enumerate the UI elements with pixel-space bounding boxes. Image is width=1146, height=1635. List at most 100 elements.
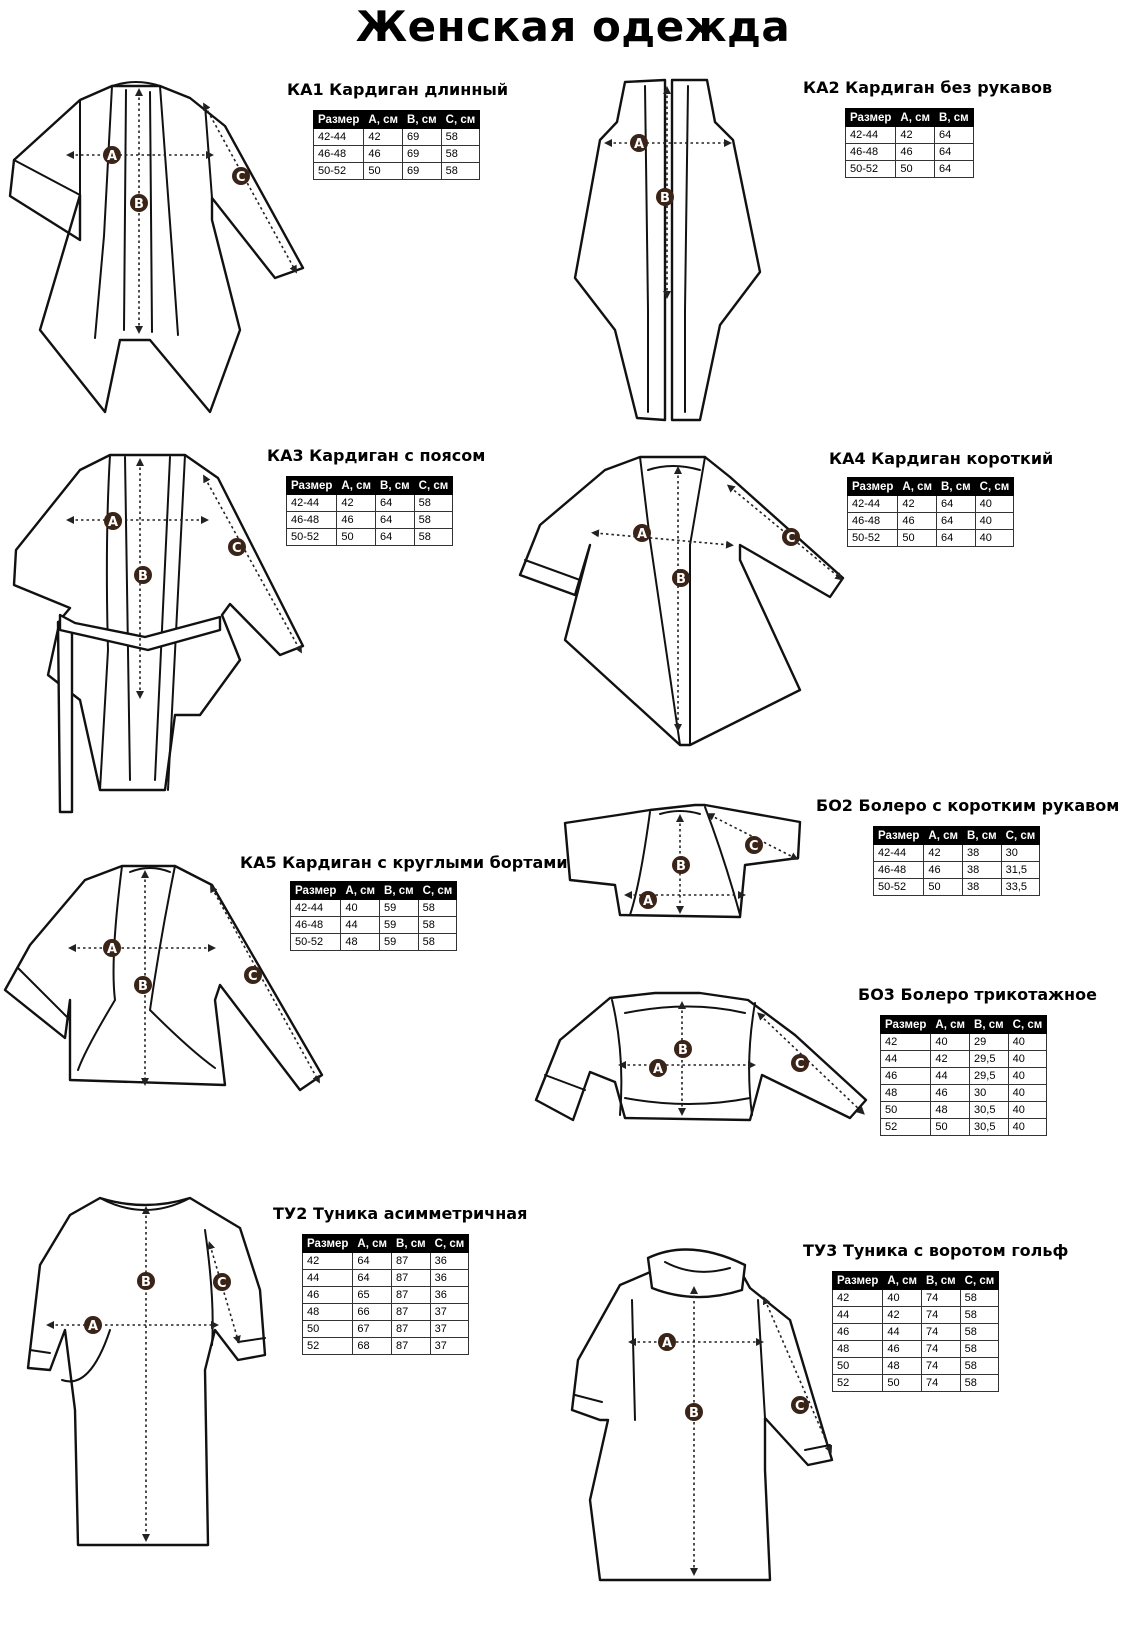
table-cell: 40	[1007, 1118, 1048, 1136]
garment-ka4-illustration: A B C	[518, 455, 845, 747]
table-cell: 44	[930, 1067, 971, 1085]
table-cell: 59	[379, 933, 419, 951]
table-cell: 30,5	[969, 1101, 1009, 1119]
table-cell: 42	[923, 844, 964, 862]
table-cell: 50-52	[312, 162, 365, 180]
svg-text:B: B	[678, 1043, 688, 1058]
table-cell: 52	[301, 1337, 354, 1355]
table-cell: 58	[413, 528, 454, 546]
column-header: А, см	[930, 1015, 971, 1034]
product-title-tu3: ТУ3 Туника с воротом гольф	[803, 1241, 1069, 1260]
table-cell: 58	[959, 1323, 1000, 1341]
column-header: В, см	[934, 108, 974, 127]
table-cell: 58	[413, 494, 454, 512]
svg-text:A: A	[637, 527, 647, 542]
svg-text:C: C	[749, 839, 759, 854]
table-cell: 46	[930, 1084, 971, 1102]
svg-text:B: B	[138, 569, 148, 584]
table-cell: 64	[375, 528, 415, 546]
table-cell: 74	[921, 1374, 961, 1392]
table-cell: 64	[936, 529, 976, 547]
table-cell: 87	[391, 1320, 431, 1338]
product-title-ka4: КА4 Кардиган короткий	[829, 449, 1054, 468]
column-header: Размер	[312, 110, 365, 129]
svg-text:B: B	[676, 572, 686, 587]
product-title-ka2: КА2 Кардиган без рукавов	[803, 78, 1053, 97]
table-cell: 40	[930, 1033, 971, 1051]
product-title-ka3: КА3 Кардиган с поясом	[267, 446, 486, 465]
product-title-ka5: КА5 Кардиган с круглыми бортами	[240, 853, 568, 872]
table-cell: 46-48	[312, 145, 365, 163]
garment-ka3-illustration: A B C	[12, 453, 305, 814]
table-cell: 50-52	[872, 878, 925, 896]
column-header: Размер	[844, 108, 897, 127]
column-header: С, см	[959, 1271, 1000, 1290]
table-cell: 50	[897, 529, 938, 547]
column-header: Размер	[846, 477, 899, 496]
column-header: С, см	[429, 1234, 470, 1253]
column-header: В, см	[962, 826, 1002, 845]
table-cell: 74	[921, 1323, 961, 1341]
table-cell: 36	[429, 1286, 470, 1304]
column-header: А, см	[352, 1234, 393, 1253]
marker-b: B	[134, 197, 144, 212]
table-cell: 64	[934, 160, 974, 178]
column-header: С, см	[1007, 1015, 1048, 1034]
table-cell: 50-52	[844, 160, 897, 178]
table-cell: 40	[974, 512, 1015, 530]
table-cell: 42-44	[312, 128, 365, 146]
column-header: С, см	[974, 477, 1015, 496]
marker-c: C	[236, 170, 246, 185]
table-cell: 40	[1007, 1050, 1048, 1068]
column-header: А, см	[363, 110, 404, 129]
table-cell: 66	[352, 1303, 393, 1321]
table-cell: 37	[429, 1337, 470, 1355]
svg-text:A: A	[662, 1336, 672, 1351]
table-cell: 52	[831, 1374, 884, 1392]
svg-text:C: C	[795, 1057, 805, 1072]
column-header: С, см	[1000, 826, 1041, 845]
svg-text:B: B	[676, 859, 686, 874]
column-header: С, см	[417, 881, 458, 900]
table-cell: 44	[879, 1050, 932, 1068]
column-header: Размер	[301, 1234, 354, 1253]
product-title-tu2: ТУ2 Туника асимметричная	[273, 1204, 528, 1223]
garment-tu3-illustration: A B C	[570, 1248, 834, 1582]
table-cell: 42-44	[846, 495, 899, 513]
table-cell: 64	[352, 1269, 393, 1287]
table-cell: 67	[352, 1320, 393, 1338]
table-cell: 36	[429, 1252, 470, 1270]
table-cell: 58	[440, 162, 481, 180]
product-title-ka1: КА1 Кардиган длинный	[287, 80, 509, 99]
garment-ka5-illustration: A B C	[3, 864, 324, 1092]
table-cell: 33,5	[1000, 878, 1041, 896]
table-cell: 50	[363, 162, 404, 180]
product-title-bo2: БО2 Болеро с коротким рукавом	[816, 796, 1120, 815]
table-cell: 42	[882, 1306, 923, 1324]
table-cell: 58	[417, 933, 458, 951]
svg-text:B: B	[138, 979, 148, 994]
column-header: Размер	[831, 1271, 884, 1290]
